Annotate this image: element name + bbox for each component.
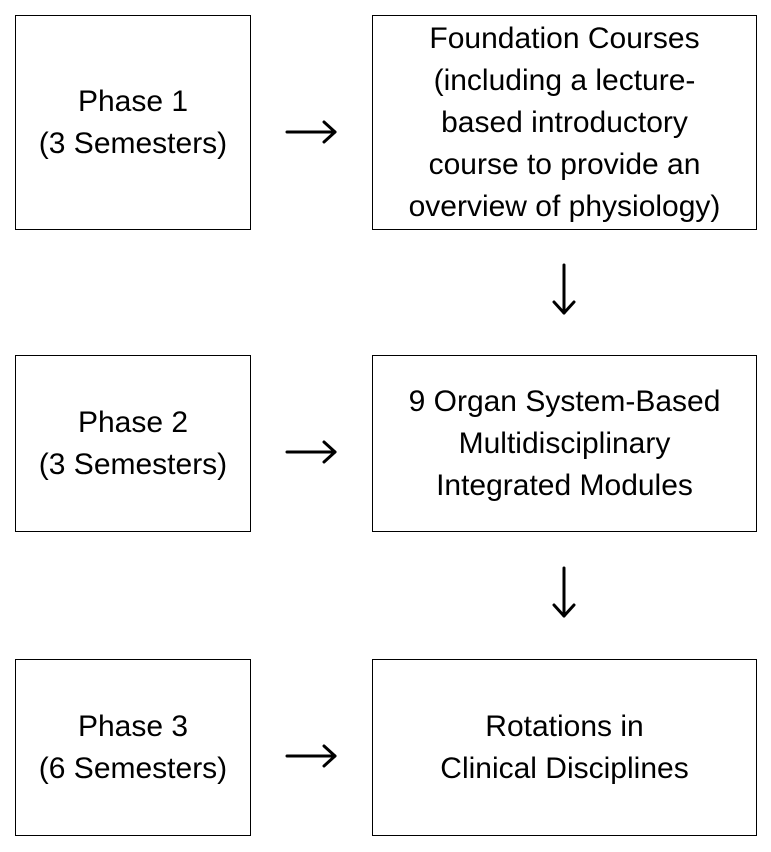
phase-1-content-line: (including a lecture-: [433, 63, 696, 97]
phase-2-box: Phase 2 (3 Semesters): [15, 355, 251, 532]
phase-2-content-line: Multidisciplinary: [458, 426, 671, 460]
phase-1-duration: (3 Semesters): [38, 126, 228, 160]
phase-1-box: Phase 1 (3 Semesters): [15, 15, 251, 230]
phase-1-content-line: overview of physiology): [408, 189, 721, 223]
arrow-down-icon: [552, 566, 576, 618]
phase-1-content-line: based introductory: [441, 105, 688, 139]
phase-1-content-line: course to provide an: [428, 147, 701, 181]
phase-3-title: Phase 3: [77, 709, 189, 743]
phase-3-content-line: Rotations in: [485, 709, 644, 743]
phase-2-duration: (3 Semesters): [38, 447, 228, 481]
phase-3-content-box: Rotations in Clinical Disciplines: [372, 659, 757, 836]
phase-1-title: Phase 1: [77, 84, 189, 118]
phase-1-content-line: Foundation Courses: [429, 21, 700, 55]
phase-3-content-line: Clinical Disciplines: [440, 751, 689, 785]
phase-2-content-box: 9 Organ System-Based Multidisciplinary I…: [372, 355, 757, 532]
phase-2-content-line: Integrated Modules: [436, 468, 693, 502]
phase-3-duration: (6 Semesters): [38, 751, 228, 785]
arrow-right-icon: [285, 744, 337, 768]
arrow-right-icon: [285, 440, 337, 464]
arrow-right-icon: [285, 120, 337, 144]
phase-2-content-line: 9 Organ System-Based: [408, 384, 721, 418]
phase-3-box: Phase 3 (6 Semesters): [15, 659, 251, 836]
arrow-down-icon: [552, 263, 576, 315]
phase-2-title: Phase 2: [77, 405, 189, 439]
phase-1-content-box: Foundation Courses (including a lecture-…: [372, 15, 757, 230]
